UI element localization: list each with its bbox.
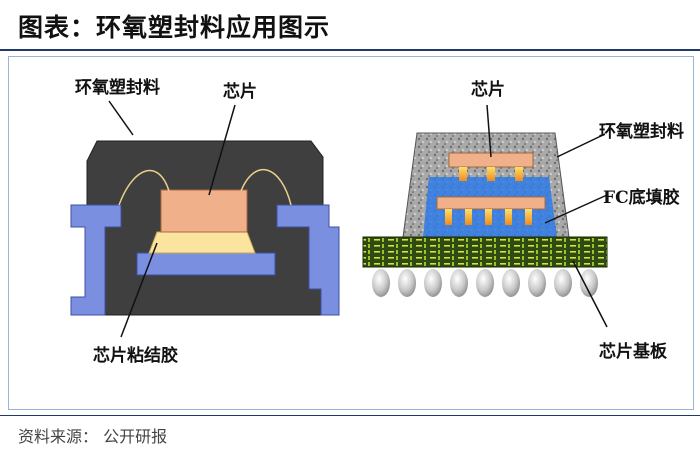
label-encapsulant-left: 环氧塑封料 bbox=[75, 77, 160, 98]
leadframe-package bbox=[71, 141, 339, 315]
label-die-attach: 芯片粘结胶 bbox=[93, 345, 178, 366]
flipchip-package bbox=[363, 133, 607, 297]
header-divider bbox=[0, 49, 700, 51]
die-attach-layer bbox=[149, 232, 255, 253]
label-chip-left: 芯片 bbox=[223, 81, 257, 102]
diagram-svg: 环氧塑封料 芯片 芯片粘结胶 bbox=[9, 57, 693, 409]
die-paddle bbox=[137, 253, 275, 275]
source-note: 资料来源： 公开研报 bbox=[18, 423, 167, 447]
interposer bbox=[437, 197, 545, 209]
label-substrate: 芯片基板 bbox=[599, 341, 668, 362]
figure-title: 图表：环氧塑封料应用图示 bbox=[18, 8, 330, 44]
label-underfill: FC底填胶 bbox=[603, 187, 680, 208]
header-bar: 图表：环氧塑封料应用图示 bbox=[0, 0, 700, 48]
label-chip-right: 芯片 bbox=[471, 79, 505, 100]
substrate-board bbox=[363, 237, 607, 267]
footer-divider bbox=[0, 415, 700, 416]
label-encapsulant-right: 环氧塑封料 bbox=[599, 121, 684, 142]
diagram-panel: 环氧塑封料 芯片 芯片粘结胶 bbox=[8, 56, 694, 410]
chip-left bbox=[161, 190, 247, 232]
solder-ball-row bbox=[372, 269, 598, 297]
